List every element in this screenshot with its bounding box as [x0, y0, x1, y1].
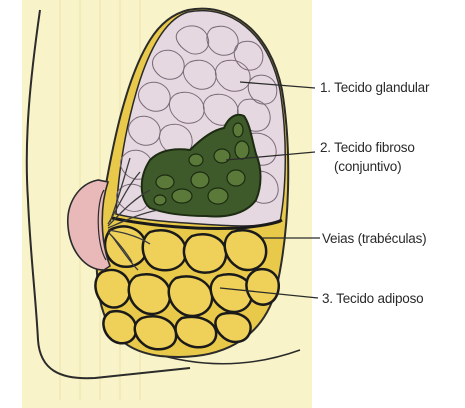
label-fibrous-tissue: 2. Tecido fibroso: [320, 139, 415, 156]
adipose-tissue: [95, 226, 278, 349]
label-glandular-tissue: 1. Tecido glandular: [320, 79, 429, 96]
label-fibrous-tissue-subtitle: (conjuntivo): [334, 158, 401, 175]
label-trabeculae: Veias (trabéculas): [322, 230, 426, 247]
label-adipose-tissue: 3. Tecido adiposo: [322, 290, 423, 307]
